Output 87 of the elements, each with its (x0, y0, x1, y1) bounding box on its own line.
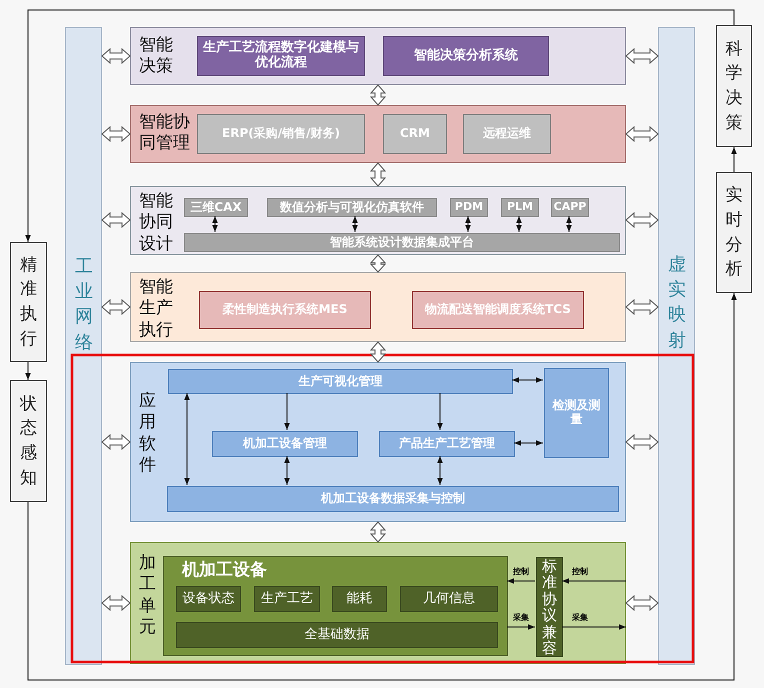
band-label: 工业网络 (74, 255, 94, 355)
module-box: 三维CAX (184, 198, 248, 217)
block-arrow (101, 212, 131, 228)
module-box: 物流配送智能调度系统TCS (412, 291, 584, 329)
module-box: 远程运维 (463, 114, 551, 154)
arrow (731, 146, 737, 172)
layer-panel (130, 542, 626, 664)
block-arrow (101, 48, 131, 64)
arrow (212, 216, 218, 232)
arrow (562, 578, 626, 584)
block-arrow (625, 48, 659, 64)
arrow (514, 440, 544, 446)
arrow (562, 624, 626, 630)
layer-panel (130, 27, 626, 85)
layer-panel (130, 272, 626, 342)
process-box: 精准执行 (10, 242, 47, 362)
block-arrow (370, 521, 386, 543)
block-arrow (625, 298, 659, 316)
layer-title: 加工单元 (139, 553, 157, 638)
block-arrow (101, 126, 131, 142)
module-box: 数值分析与可视化仿真软件 (267, 198, 437, 217)
block-arrow (625, 126, 659, 142)
module-box: 产品生产工艺管理 (379, 431, 515, 457)
band-label: 虚实映射 (667, 253, 687, 353)
arrow (437, 392, 443, 430)
panel-title: 机加工设备 (182, 560, 267, 582)
module-box: PLM (501, 198, 539, 217)
layer-panel (130, 105, 626, 163)
arrow (506, 578, 536, 584)
block-arrow (370, 84, 386, 106)
block-arrow (370, 254, 386, 273)
layer-title: 智能决策 (139, 35, 174, 78)
layer-title: 智能协同设计 (139, 191, 174, 255)
module-box: 设备状态 (176, 586, 241, 612)
edge-label: 控制 (571, 567, 589, 577)
block-arrow (101, 298, 131, 316)
process-box: 状态感知 (10, 380, 47, 502)
network-band (65, 27, 102, 665)
arrow (352, 216, 358, 232)
layer-title: 智能协同管理 (139, 112, 191, 154)
layer-title: 应用软件 (139, 391, 157, 476)
equipment-panel (163, 556, 508, 656)
module-box: 生产工艺 (254, 586, 320, 612)
arrow (28, 292, 737, 680)
edge-label: 采集 (571, 613, 589, 623)
arrow (25, 362, 31, 380)
arrow (465, 216, 471, 232)
network-band (658, 27, 695, 665)
module-box: 生产可视化管理 (168, 369, 513, 394)
arrow (516, 216, 522, 232)
block-arrow (370, 341, 386, 363)
module-box: 全基础数据 (176, 622, 498, 648)
protocol-box: 标准协议兼容 (536, 557, 563, 657)
block-arrow (625, 434, 659, 450)
arrow (184, 392, 190, 486)
module-box: CAPP (551, 198, 589, 217)
block-arrow (101, 594, 131, 612)
module-box: PDM (450, 198, 488, 217)
module-box: 能耗 (332, 586, 387, 612)
layer-panel (130, 362, 626, 522)
module-box: 几何信息 (400, 586, 498, 612)
layer-panel (130, 186, 626, 255)
block-arrow (625, 594, 659, 612)
layer-title: 智能生产执行 (139, 277, 174, 341)
module-box: 智能系统设计数据集成平台 (184, 233, 620, 252)
module-box: 机加工设备管理 (212, 431, 358, 457)
module-box: 检测及测量 (544, 368, 609, 458)
edge-label: 控制 (512, 567, 530, 577)
arrow (284, 392, 290, 430)
module-box: 智能决策分析系统 (383, 36, 549, 76)
block-arrow (101, 434, 131, 450)
arrow (506, 624, 536, 630)
edge-label: 采集 (512, 613, 530, 623)
block-arrow (370, 162, 386, 187)
module-box: CRM (383, 114, 447, 154)
arrow (437, 456, 443, 486)
process-box: 科学决策 (716, 25, 752, 147)
arrow (512, 377, 544, 383)
module-box: 机加工设备数据采集与控制 (167, 486, 619, 512)
module-box: 生产工艺流程数字化建模与优化流程 (197, 36, 365, 76)
module-box: 柔性制造执行系统MES (199, 291, 371, 329)
arrow (25, 10, 734, 242)
arrow (566, 216, 572, 232)
arrow (284, 456, 290, 486)
block-arrow (625, 212, 659, 228)
process-box: 实时分析 (716, 172, 752, 293)
module-box: ERP(采购/销售/财务) (197, 114, 365, 154)
